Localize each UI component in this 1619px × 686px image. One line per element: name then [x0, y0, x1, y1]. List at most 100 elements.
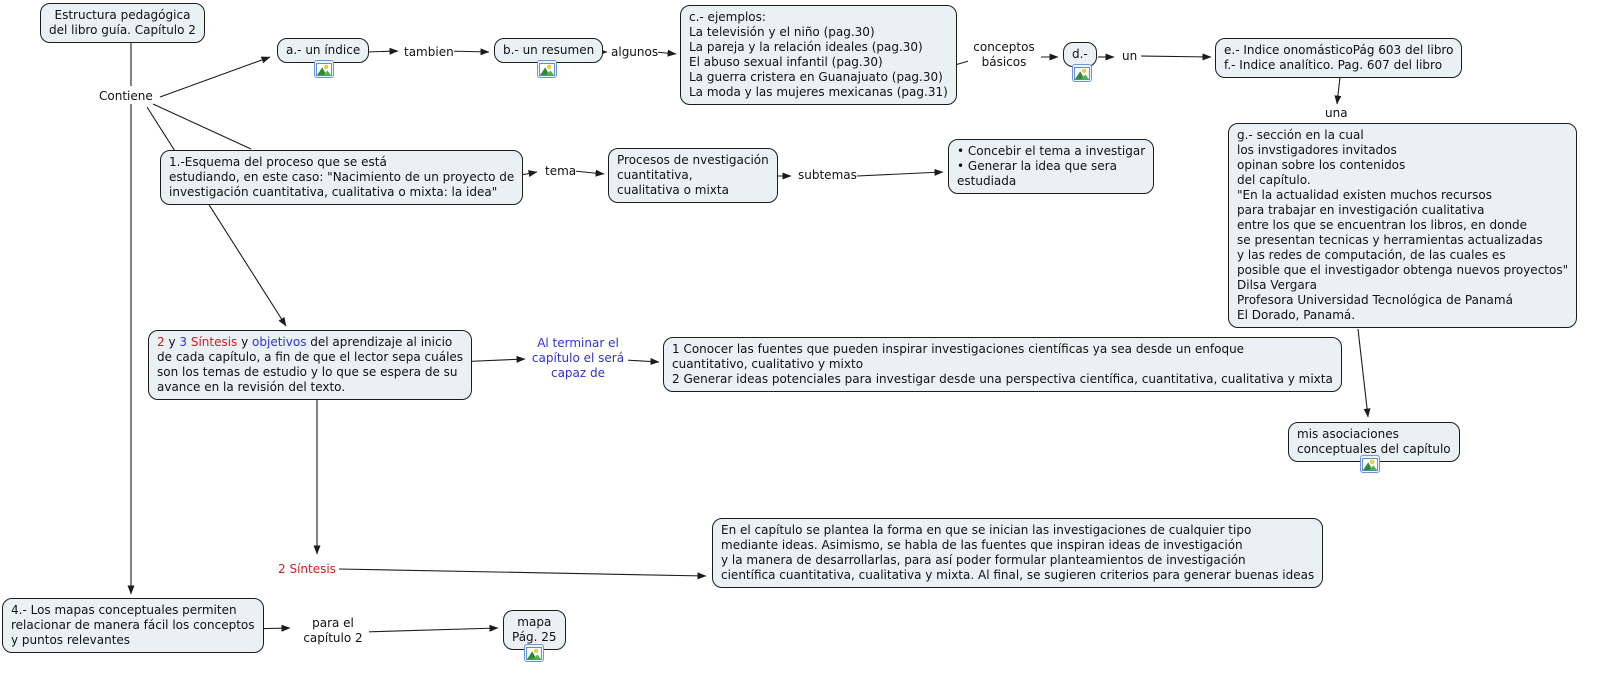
- image-attachment-icon[interactable]: [537, 60, 557, 78]
- connector-un-indices: [1140, 53, 1212, 61]
- text-line: básicos: [981, 55, 1027, 69]
- text-segment: y: [168, 335, 180, 349]
- text-line: conceptuales del capítulo: [1297, 442, 1451, 456]
- text-line: cuantitativa,: [617, 168, 693, 182]
- node-resumen[interactable]: b.- un resumen: [494, 38, 604, 63]
- text-line: Pág. 25: [512, 630, 557, 644]
- text-line: mapa: [517, 615, 552, 629]
- node-indice-label: a.- un índice: [286, 43, 361, 57]
- text-line: estudiada: [957, 174, 1017, 188]
- text-segment: objetivos: [252, 335, 307, 349]
- text-line: estudiando, en este caso: "Nacimiento de…: [169, 170, 515, 184]
- text-line: y las redes de computación, de las cuale…: [1237, 248, 1506, 262]
- connector-alterminar-objetivos: [624, 358, 660, 365]
- text-line: se presentan tecnicas y herramientas act…: [1237, 233, 1543, 247]
- link-label-contiene[interactable]: Contiene: [99, 89, 153, 104]
- node-objetivos-lista[interactable]: 1 Conocer las fuentes que pueden inspira…: [663, 337, 1342, 392]
- connector-indice-tambien: [365, 47, 399, 55]
- connector-subtemas-items: [856, 168, 944, 177]
- link-label-tambien[interactable]: tambien: [404, 45, 454, 60]
- text-line: y puntos relevantes: [11, 633, 131, 647]
- text-line: capítulo el será: [531, 351, 625, 365]
- text-line: • Concebir el tema a investigar: [957, 144, 1146, 158]
- text-line: son los temas de estudio y lo que se esp…: [157, 365, 458, 379]
- text-line: Dilsa Vergara: [1237, 278, 1317, 292]
- image-attachment-icon[interactable]: [1072, 64, 1092, 82]
- connector-contiene-indice: [159, 56, 271, 98]
- text-line: opinan sobre los contenidos: [1237, 158, 1406, 172]
- node-ejemplos[interactable]: c.- ejemplos:La televisión y el niño (pa…: [680, 5, 957, 105]
- connector-contiene-sintesis: [146, 106, 287, 327]
- text-line: La pareja y la relación ideales (pag.30): [689, 40, 923, 54]
- sintesis-rest: de cada capítulo, a fin de que el lector…: [157, 350, 463, 395]
- text-line: El Dorado, Panamá.: [1237, 308, 1356, 322]
- sintesis-line-1: 2 y 3 Síntesis y objetivos del aprendiza…: [157, 335, 463, 350]
- text-line: del capítulo.: [1237, 173, 1311, 187]
- text-line: para el: [312, 616, 354, 630]
- link-label-un[interactable]: un: [1122, 49, 1138, 64]
- text-line: e.- Indice onomásticoPág 603 del libro: [1224, 43, 1454, 57]
- text-line: 1 Conocer las fuentes que pueden inspira…: [672, 342, 1245, 356]
- text-line: Profesora Universidad Tecnológica de Pan…: [1237, 293, 1513, 307]
- text-line: La moda y las mujeres mexicanas (pag.31): [689, 85, 948, 99]
- image-attachment-icon[interactable]: [524, 644, 544, 662]
- text-line: capítulo 2: [303, 631, 363, 645]
- node-subtemas-items[interactable]: • Concebir el tema a investigar• Generar…: [948, 139, 1155, 194]
- node-resumen-capitulo[interactable]: En el capítulo se plantea la forma en qu…: [712, 518, 1324, 588]
- text-line: posible que el investigador obtenga nuev…: [1237, 263, 1569, 277]
- link-label-subtemas[interactable]: subtemas: [798, 168, 857, 183]
- node-d-label: d.-: [1072, 47, 1088, 61]
- text-line: para trabajar en investigación cualitati…: [1237, 203, 1485, 217]
- text-line: relacionar de manera fácil los conceptos: [11, 618, 255, 632]
- text-line: del libro guía. Capítulo 2: [49, 23, 196, 37]
- text-line: mis asociaciones: [1297, 427, 1399, 441]
- link-label-tema[interactable]: tema: [545, 164, 577, 179]
- text-segment: 3: [179, 335, 191, 349]
- text-line: "En la actualidad existen muchos recurso…: [1237, 188, 1493, 202]
- text-line: mediante ideas. Asimismo, se habla de la…: [721, 538, 1243, 552]
- text-line: g.- sección en la cual: [1237, 128, 1364, 142]
- connector-tema-procesos: [573, 169, 605, 177]
- image-attachment-icon[interactable]: [314, 60, 334, 78]
- text-line: f.- Indice analítico. Pag. 607 del libro: [1224, 58, 1443, 72]
- text-line: cuantitativo, cualitativo y mixto: [672, 357, 864, 371]
- text-line: Al terminar el: [537, 336, 619, 350]
- node-resumen-label: b.- un resumen: [503, 43, 595, 57]
- text-line: El abuso sexual infantil (pag.30): [689, 55, 883, 69]
- text-line: avance en la revisión del texto.: [157, 380, 346, 394]
- connector-seccion-asociaciones: [1357, 328, 1371, 418]
- connector-parael-mapa: [362, 624, 499, 633]
- link-label-una[interactable]: una: [1325, 106, 1348, 121]
- text-line: de cada capítulo, a fin de que el lector…: [157, 350, 464, 364]
- text-segment: y: [237, 335, 253, 349]
- text-line: 2 Generar ideas potenciales para investi…: [672, 372, 1333, 386]
- connector-sintesis2-resumencap: [338, 568, 707, 580]
- link-label-algunos[interactable]: algunos: [611, 45, 659, 60]
- text-segment: del aprendizaje al inicio: [306, 335, 453, 349]
- text-line: los invstigadores invitados: [1237, 143, 1397, 157]
- text-line: 1.-Esquema del proceso que se está: [169, 155, 387, 169]
- connector-tambien-resumen: [446, 48, 490, 56]
- text-line: Procesos de nvestigación: [617, 153, 769, 167]
- text-line: investigación cuantitativa, cualitativa …: [169, 185, 498, 199]
- text-segment: Síntesis: [190, 335, 238, 349]
- image-attachment-icon[interactable]: [1360, 455, 1380, 473]
- link-label-sintesis-2[interactable]: 2 Síntesis: [278, 562, 336, 577]
- connector-contiene-esquema: [152, 103, 252, 150]
- text-line: • Generar la idea que sera: [957, 159, 1117, 173]
- node-sintesis-objetivos[interactable]: 2 y 3 Síntesis y objetivos del aprendiza…: [148, 330, 473, 400]
- connector-algunos-ejemplos: [655, 49, 677, 57]
- connector-indices-una: [1334, 76, 1342, 105]
